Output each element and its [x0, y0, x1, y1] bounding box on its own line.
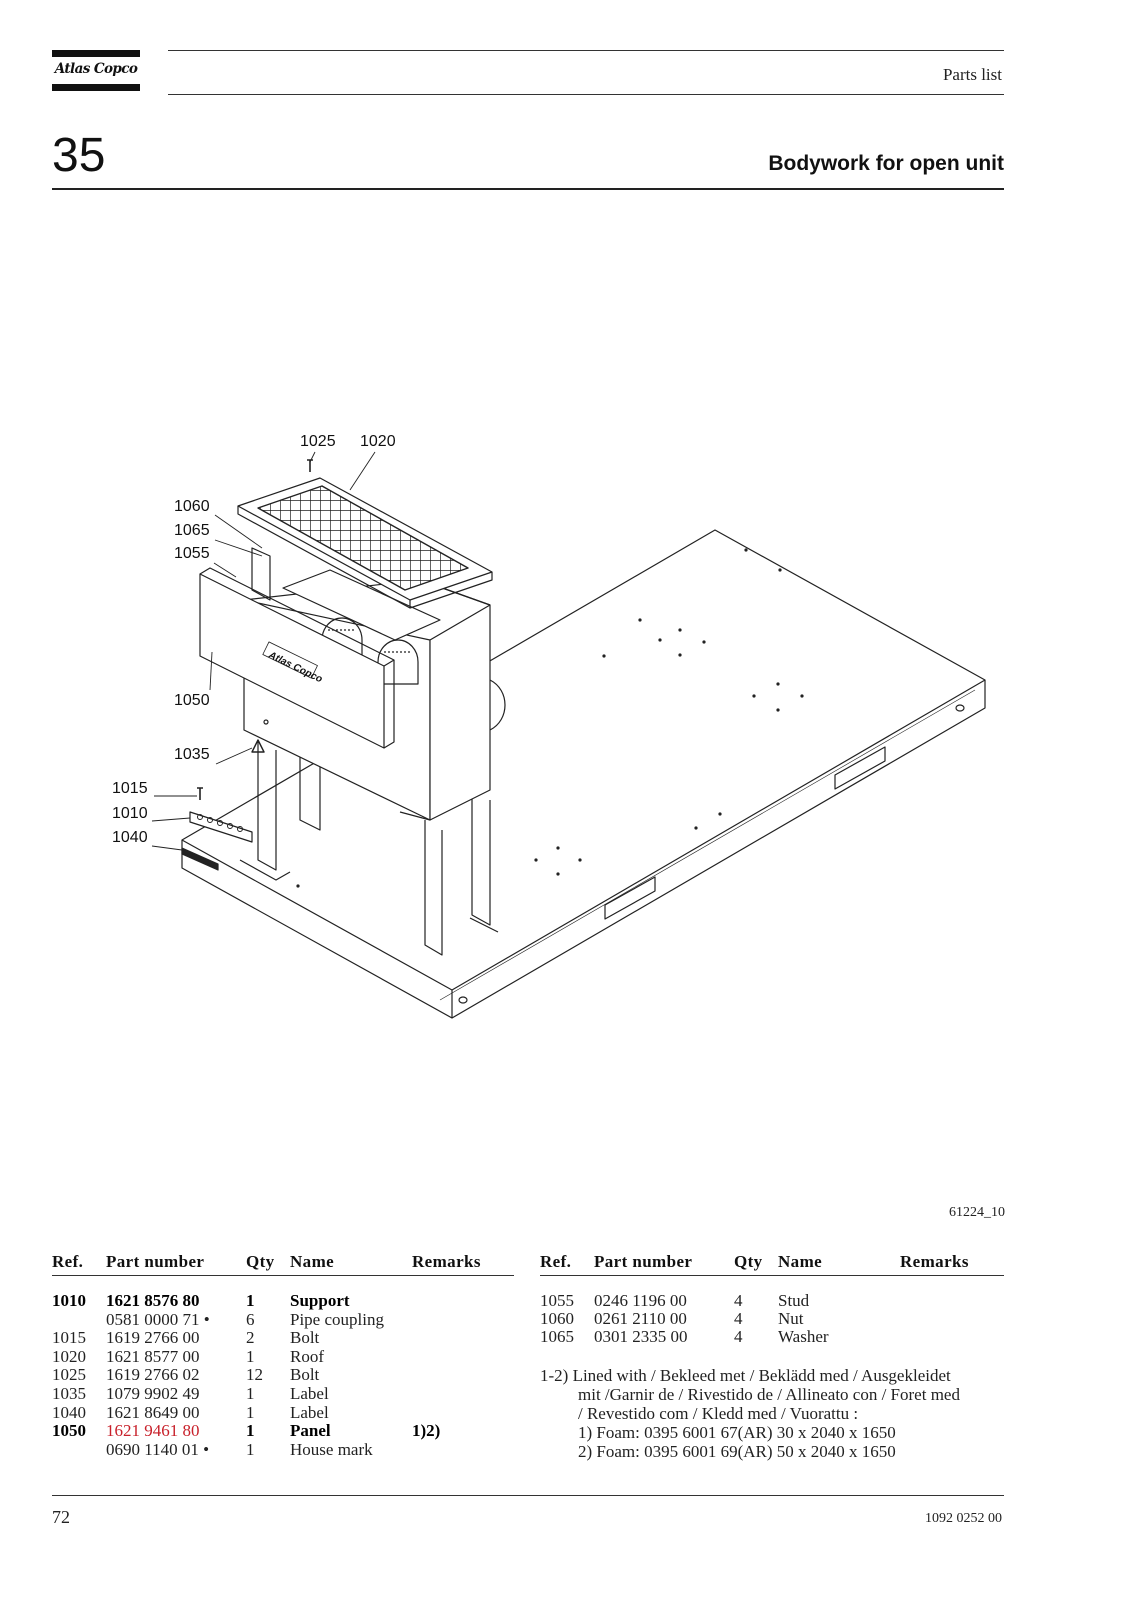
cell-qty: 1	[246, 1384, 255, 1403]
cell-remarks: 1)2)	[412, 1421, 441, 1441]
header-part-number: Part number	[594, 1252, 693, 1271]
cell-qty: 1	[246, 1439, 255, 1459]
cell-part: 1619 2766 00	[106, 1328, 200, 1348]
frame-legs	[239, 740, 499, 956]
left-header-rule	[52, 1275, 514, 1276]
cell-qty: 2	[246, 1328, 255, 1348]
bolt-1015	[197, 787, 203, 800]
cell-part: 1079 9902 49	[106, 1384, 200, 1403]
cell-name: Roof	[290, 1346, 324, 1366]
cell-part: 1619 2766 02	[106, 1365, 200, 1385]
cell-part: 1621 8649 00	[106, 1402, 200, 1422]
logo-text: Atlas Copco	[54, 61, 138, 77]
cell-name: Label	[290, 1384, 329, 1403]
note-line: / Revestido com / Kledd med / Vuorattu :	[578, 1404, 859, 1423]
section-number: 35	[52, 129, 106, 182]
callout-1040: 1040	[112, 829, 148, 846]
callout-1010: 1010	[112, 805, 148, 822]
right-header-rule	[540, 1275, 1004, 1276]
callout-1055: 1055	[174, 545, 210, 562]
header-rule-bottom	[168, 94, 1004, 95]
cell-name: Panel	[290, 1421, 331, 1441]
cell-part: 0581 0000 71 •	[106, 1309, 210, 1329]
drawing-id: 61224_10	[949, 1205, 1005, 1220]
note-line: 1) Foam: 0395 6001 67(AR) 30 x 2040 x 16…	[578, 1423, 896, 1442]
doc-type: Parts list	[942, 65, 1002, 84]
inner-tray	[282, 569, 441, 641]
exploded-view-drawing: Atlas Copco 1025 1020 1060 1065 1055 105…	[112, 433, 986, 1019]
cell-ref: 1025	[52, 1365, 86, 1385]
cell-qty: 1	[246, 1346, 255, 1366]
header-ref: Ref.	[540, 1252, 572, 1271]
callout-1065: 1065	[174, 522, 210, 539]
footer-rule	[52, 1495, 1004, 1496]
label-strip	[181, 847, 219, 871]
callout-1060: 1060	[174, 498, 210, 515]
header-remarks: Remarks	[900, 1252, 969, 1271]
warning-label	[251, 739, 265, 753]
cell-qty: 12	[246, 1365, 263, 1385]
header-rule-top	[168, 50, 1004, 51]
note-line: 1-2) Lined with / Bekleed met / Beklädd …	[540, 1366, 951, 1385]
cell-qty: 1	[246, 1402, 255, 1422]
callout-1025: 1025	[300, 433, 336, 450]
cell-part: 1621 8576 80	[106, 1291, 200, 1310]
cell-ref: 1020	[52, 1346, 86, 1366]
cell-qty: 6	[246, 1309, 255, 1329]
left-table-header: Ref. Part number Qty Name Remarks	[52, 1252, 514, 1274]
section-rule	[52, 188, 1004, 190]
note-line: mit /Garnir de / Rivestido de / Allineat…	[578, 1385, 960, 1404]
header-remarks: Remarks	[412, 1252, 481, 1271]
cell-name: Pipe coupling	[290, 1309, 384, 1329]
atlas-copco-logo: Atlas Copco	[52, 50, 140, 95]
cell-ref: 1040	[52, 1402, 86, 1422]
cell-ref: 1035	[52, 1384, 86, 1403]
front-panel	[199, 567, 395, 749]
cell-ref: 1050	[52, 1421, 86, 1441]
header-part-number: Part number	[106, 1252, 205, 1271]
base-frame	[181, 529, 986, 1019]
cell-name: House mark	[290, 1439, 373, 1459]
header-qty: Qty	[734, 1252, 763, 1271]
cell-name: Label	[290, 1402, 329, 1422]
note-line: 2) Foam: 0395 6001 69(AR) 50 x 2040 x 16…	[578, 1442, 896, 1461]
cell-part: 1621 8577 00	[106, 1346, 200, 1366]
header-qty: Qty	[246, 1252, 275, 1271]
cell-part: 0690 1140 01 •	[106, 1439, 210, 1459]
header-ref: Ref.	[52, 1252, 84, 1271]
right-table-header: Ref. Part number Qty Name Remarks	[540, 1252, 1004, 1274]
callout-1035: 1035	[174, 746, 210, 763]
doc-number: 1092 0252 00	[925, 1511, 1002, 1526]
cell-name: Bolt	[290, 1365, 320, 1385]
header-name: Name	[290, 1252, 335, 1271]
support-bar	[189, 811, 253, 843]
cell-part: 1621 9461 80	[106, 1421, 200, 1441]
section-title: Bodywork for open unit	[768, 152, 1004, 175]
cell-qty: 1	[246, 1421, 255, 1441]
roof-grille	[237, 477, 493, 609]
cell-ref: 1015	[52, 1328, 86, 1348]
callout-1015: 1015	[112, 780, 148, 797]
callout-1050: 1050	[174, 692, 210, 709]
page-number: 72	[52, 1507, 70, 1527]
header-name: Name	[778, 1252, 823, 1271]
callout-1020: 1020	[360, 433, 396, 450]
cell-name: Bolt	[290, 1328, 320, 1348]
cell-name: Support	[290, 1291, 350, 1310]
cell-qty: 1	[246, 1291, 255, 1310]
cell-ref: 1010	[52, 1291, 86, 1310]
